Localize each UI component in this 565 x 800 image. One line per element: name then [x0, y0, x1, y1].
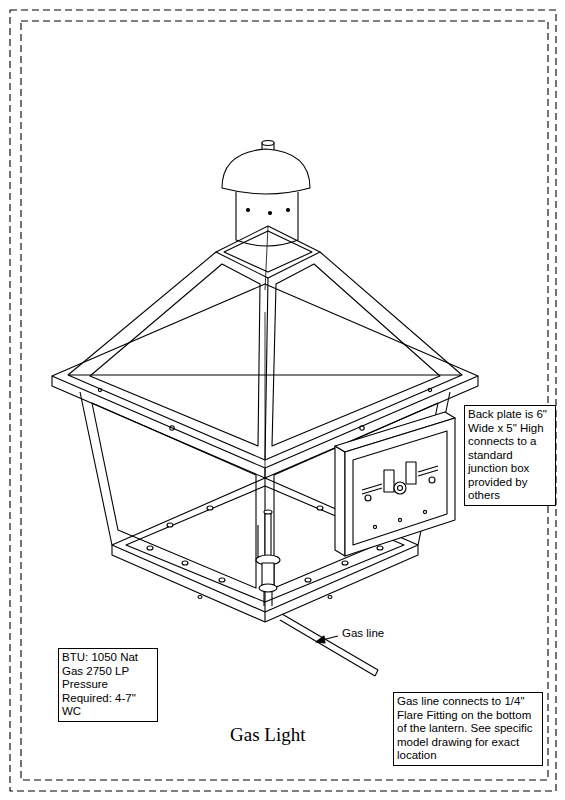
- part-label: Gas line: [341, 627, 385, 639]
- note-text: Gas line connects to 1/4" Flare Fitting …: [397, 695, 539, 763]
- inner-border: [21, 21, 548, 780]
- leader-arrow: [316, 636, 338, 643]
- burner-valve: [256, 510, 280, 606]
- note-text: BTU: 1050 Nat Gas 2750 LP Pressure Requi…: [62, 651, 154, 719]
- cap: [222, 141, 310, 247]
- gas-line-pipe: [280, 614, 378, 676]
- spec-box: BTU: 1050 Nat Gas 2750 LP Pressure Requi…: [58, 648, 158, 722]
- note-box: Gas line connects to 1/4" Flare Fitting …: [393, 692, 543, 766]
- lower-body: [80, 312, 450, 622]
- outer-border: [10, 10, 556, 791]
- note-box: Back plate is 6" Wide x 5" High connects…: [464, 405, 556, 506]
- back-plate: [335, 412, 455, 556]
- note-text: Back plate is 6" Wide x 5" High connects…: [468, 408, 552, 503]
- drawing-title: Gas Light: [230, 724, 305, 746]
